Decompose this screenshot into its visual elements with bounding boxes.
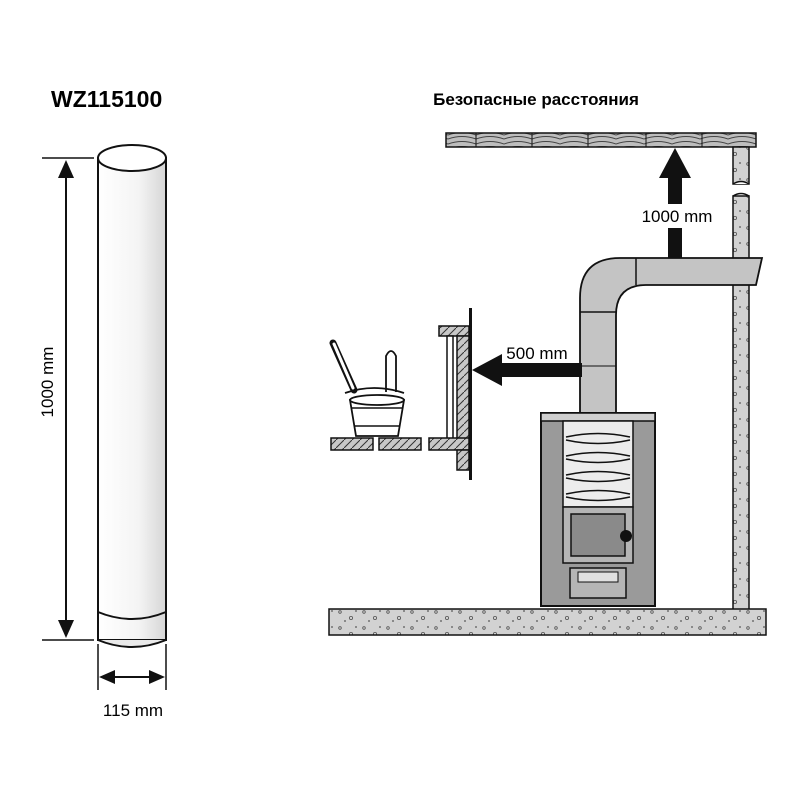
ceiling-clearance-label: 1000 mm — [642, 207, 713, 226]
side-clearance-arrow — [472, 354, 582, 386]
arrow-up-icon — [659, 148, 691, 178]
clearances-title: Безопасные расстояния — [433, 90, 639, 109]
ceiling-icon — [445, 132, 757, 148]
flue-pipe-icon — [579, 257, 764, 421]
wall-shield-icon — [428, 308, 472, 480]
ceiling-label-bg — [628, 204, 726, 228]
sauna-stove-icon — [540, 412, 656, 607]
diameter-label: 115 mm — [103, 701, 163, 720]
pipe-icon — [97, 144, 167, 648]
wall-icon — [732, 146, 750, 611]
arrow-down-icon — [58, 620, 74, 638]
model-title: WZ115100 — [51, 86, 162, 112]
length-dimension — [42, 157, 94, 641]
diameter-dimension — [97, 644, 167, 690]
bench-icon — [330, 437, 422, 451]
length-label: 1000 mm — [38, 347, 57, 418]
door-handle-icon — [620, 530, 632, 542]
side-clearance-label: 500 mm — [506, 344, 567, 363]
bucket-ladle-icon — [329, 339, 406, 437]
arrow-left-icon — [472, 354, 502, 386]
floor-icon — [328, 608, 767, 636]
ceiling-clearance-arrow — [659, 148, 691, 258]
arrow-left-icon — [99, 670, 115, 684]
arrow-up-icon — [58, 160, 74, 178]
arrow-right-icon — [149, 670, 165, 684]
